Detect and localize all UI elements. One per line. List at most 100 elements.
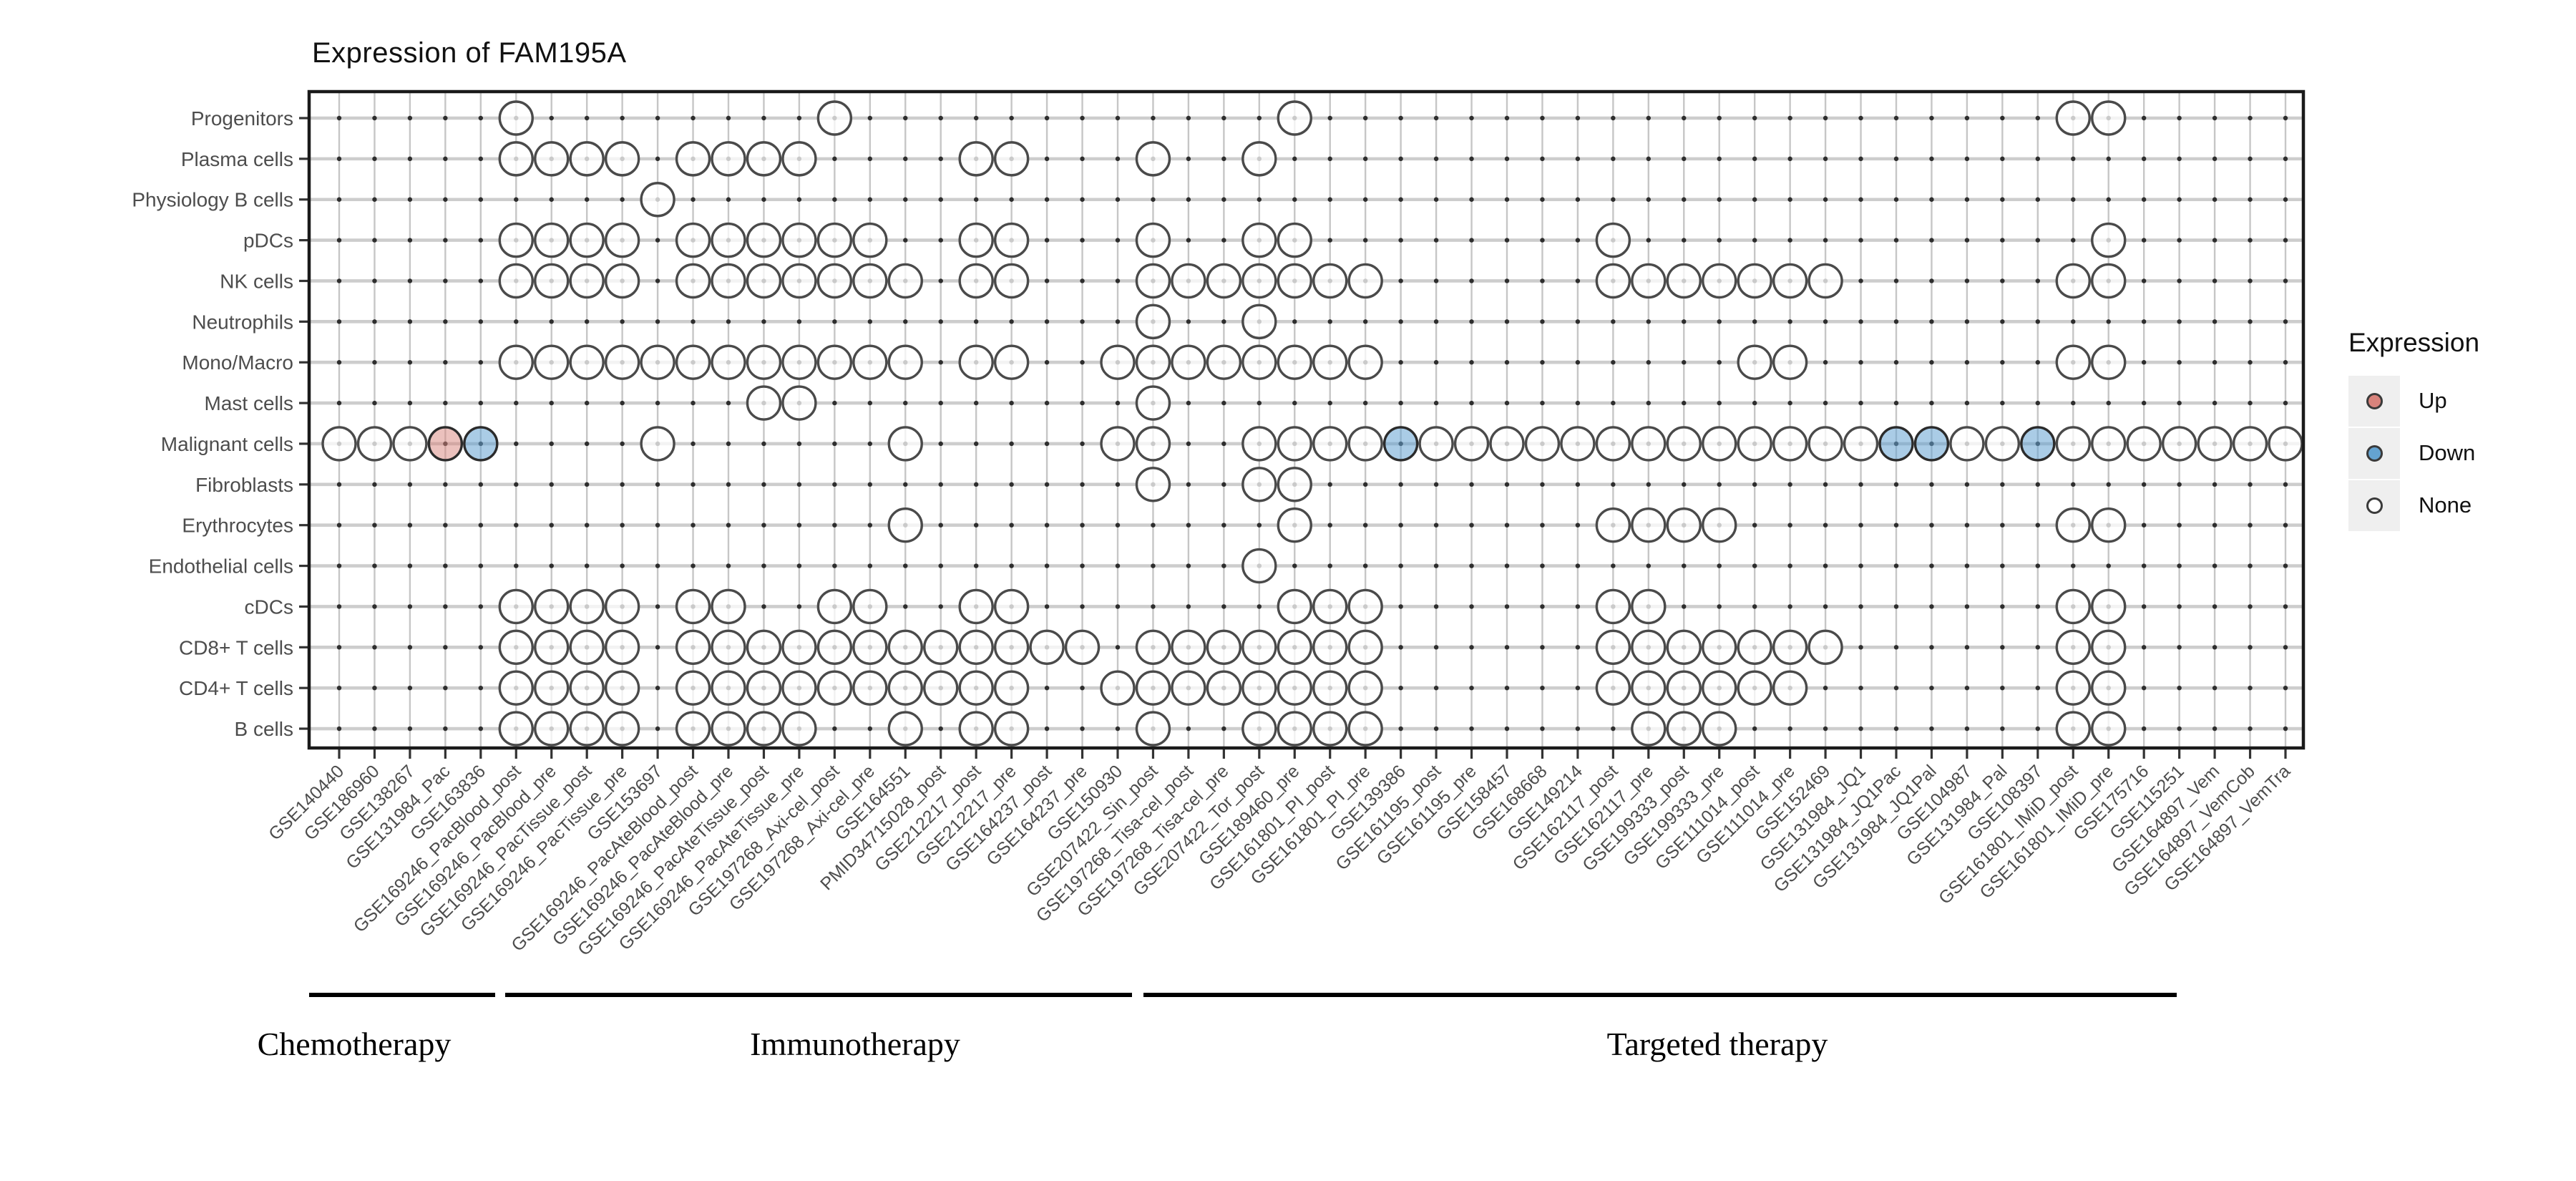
- mark-none: [392, 426, 428, 462]
- y-axis-label: cDCs: [245, 596, 293, 618]
- mark-none: [1737, 344, 1772, 380]
- mark-none: [604, 670, 640, 706]
- mark-none: [1029, 629, 1065, 666]
- mark-none: [1135, 711, 1171, 747]
- mark-none: [923, 670, 959, 706]
- mark-none: [958, 670, 994, 706]
- mark-down: [1382, 426, 1419, 462]
- mark-none: [781, 222, 817, 258]
- mark-none: [2091, 629, 2127, 666]
- legend-label: None: [2419, 492, 2472, 517]
- mark-none: [711, 711, 746, 747]
- mark-none: [746, 222, 782, 258]
- mark-none: [675, 141, 711, 177]
- panel-border: [307, 89, 2306, 750]
- mark-none: [1949, 426, 1985, 462]
- group-label-chemotherapy: Chemotherapy: [257, 1026, 452, 1062]
- mark-none: [1277, 711, 1312, 747]
- mark-none: [640, 182, 675, 218]
- mark-none: [746, 385, 782, 421]
- mark-none: [675, 670, 711, 706]
- mark-none: [498, 629, 534, 666]
- mark-none: [1064, 629, 1101, 666]
- mark-none: [1347, 629, 1383, 666]
- mark-none: [1595, 263, 1631, 299]
- mark-none: [2268, 426, 2303, 462]
- mark-none: [746, 711, 782, 747]
- mark-none: [1312, 670, 1348, 706]
- mark-none: [1206, 344, 1242, 380]
- mark-none: [1524, 426, 1561, 462]
- mark-none: [604, 141, 640, 177]
- mark-none: [604, 222, 640, 258]
- mark-none: [1702, 711, 1737, 747]
- group-label-immunotherapy: Immunotherapy: [750, 1026, 960, 1062]
- x-axis-labels: GSE140440GSE186960GSE138267GSE131984_Pac…: [265, 761, 2294, 960]
- mark-none: [1171, 629, 1206, 666]
- mark-none: [887, 507, 923, 543]
- mark-none: [958, 222, 994, 258]
- mark-none: [1595, 588, 1631, 625]
- mark-none: [711, 222, 746, 258]
- mark-none: [2091, 670, 2127, 706]
- mark-none: [816, 670, 853, 706]
- mark-none: [1666, 507, 1702, 543]
- mark-none: [1595, 670, 1631, 706]
- mark-none: [852, 263, 888, 299]
- mark-none: [1312, 711, 1348, 747]
- mark-none: [1984, 426, 2021, 462]
- y-axis-label: pDCs: [243, 230, 293, 252]
- mark-none: [1277, 670, 1312, 706]
- mark-none: [1807, 629, 1843, 666]
- mark-none: [1631, 588, 1667, 625]
- group-underline-immunotherapy: [505, 993, 1132, 997]
- mark-none: [1277, 344, 1312, 380]
- mark-none: [1595, 629, 1631, 666]
- axis-ticks: [299, 117, 2287, 759]
- mark-none: [1453, 426, 1490, 462]
- mark-none: [1418, 426, 1454, 462]
- mark-none: [1737, 670, 1772, 706]
- mark-none: [2091, 588, 2127, 625]
- mark-none: [781, 263, 817, 299]
- mark-none: [604, 629, 640, 666]
- mark-none: [1631, 670, 1667, 706]
- mark-none: [958, 141, 994, 177]
- mark-none: [1171, 670, 1206, 706]
- mark-none: [852, 344, 888, 380]
- mark-none: [1100, 426, 1136, 462]
- mark-none: [1702, 426, 1737, 462]
- mark-none: [887, 670, 923, 706]
- mark-none: [1666, 711, 1702, 747]
- y-axis-label: Plasma cells: [181, 148, 293, 170]
- mark-none: [993, 263, 1030, 299]
- mark-none: [1100, 344, 1136, 380]
- mark-none: [1277, 629, 1312, 666]
- mark-none: [2091, 711, 2127, 747]
- mark-none: [534, 344, 570, 380]
- mark-none: [781, 141, 817, 177]
- mark-none: [711, 141, 746, 177]
- mark-none: [2055, 629, 2091, 666]
- mark-none: [1277, 588, 1312, 625]
- mark-none: [993, 141, 1030, 177]
- mark-none: [640, 426, 675, 462]
- mark-none: [1277, 507, 1312, 543]
- mark-none: [1631, 426, 1667, 462]
- mark-none: [1737, 426, 1772, 462]
- mark-none: [1737, 263, 1772, 299]
- mark-none: [711, 670, 746, 706]
- mark-none: [1241, 670, 1277, 706]
- mark-none: [1631, 507, 1667, 543]
- mark-none: [1772, 426, 1808, 462]
- mark-none: [1702, 263, 1737, 299]
- mark-none: [498, 100, 534, 136]
- mark-none: [1631, 263, 1667, 299]
- legend-none-dot-icon: [2366, 497, 2383, 514]
- mark-none: [1241, 222, 1277, 258]
- y-axis-label: Malignant cells: [161, 433, 293, 455]
- legend-item-up: Up: [2348, 375, 2563, 427]
- mark-none: [852, 670, 888, 706]
- mark-none: [887, 263, 923, 299]
